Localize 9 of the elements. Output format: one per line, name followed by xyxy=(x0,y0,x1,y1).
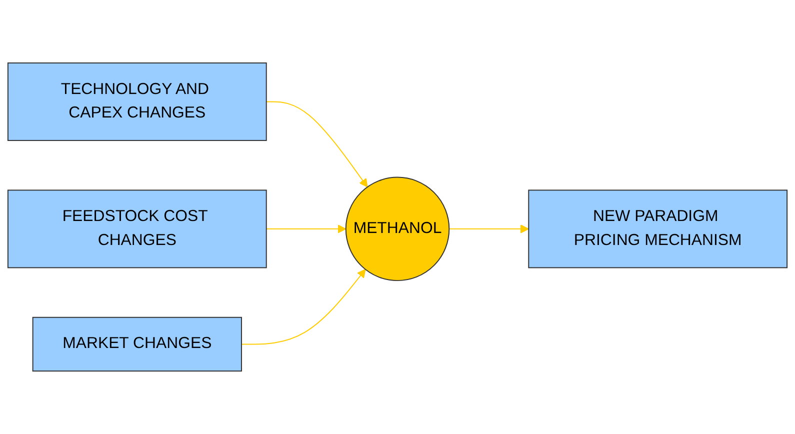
arrow xyxy=(240,269,366,345)
node-box: MARKET CHANGES xyxy=(32,316,242,372)
arrow xyxy=(266,101,368,188)
node-box: NEW PARADIGM PRICING MECHANISM xyxy=(528,190,788,268)
node-box: TECHNOLOGY AND CAPEX CHANGES xyxy=(7,62,267,141)
arrow xyxy=(448,224,530,234)
node-box: FEEDSTOCK COST CHANGES xyxy=(7,190,267,268)
node-circle: METHANOL xyxy=(345,176,450,282)
arrow xyxy=(266,224,346,234)
